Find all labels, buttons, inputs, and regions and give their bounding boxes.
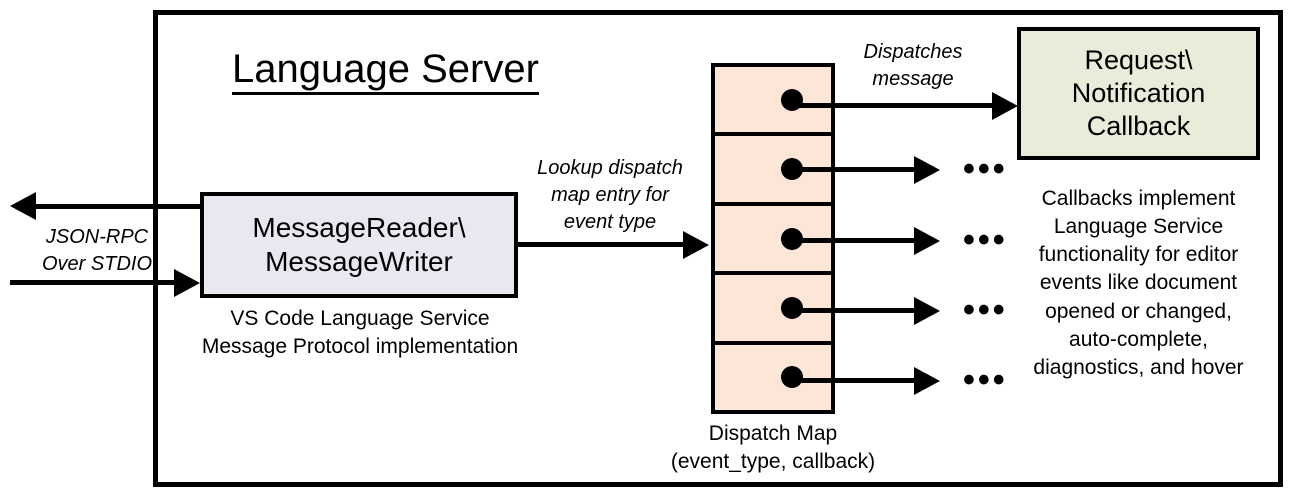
outbound-line bbox=[36, 204, 204, 209]
lookup-edge-label: Lookup dispatch map entry for event type bbox=[515, 155, 705, 236]
callbacks-caption-line: opened or changed, bbox=[1045, 299, 1232, 323]
messagereader-caption-line1: VS Code Language Service bbox=[230, 307, 490, 330]
dispatch-edge-arrowhead-3 bbox=[914, 227, 940, 255]
inbound-arrowhead bbox=[174, 269, 200, 297]
callback-dot-icon bbox=[781, 296, 803, 319]
dispatch-edge-line-1 bbox=[786, 103, 994, 108]
dispatch-ellipsis-4: ••• bbox=[963, 291, 1008, 329]
messagereader-line1: MessageReader\ bbox=[252, 212, 466, 244]
request-notification-callback-node[interactable]: Request\ Notification Callback bbox=[1017, 27, 1260, 160]
callbacks-caption-line: Language Service bbox=[1053, 215, 1224, 239]
dispatch-map-row[interactable] bbox=[715, 275, 831, 345]
callbacks-caption-line: diagnostics, and hover bbox=[1033, 355, 1244, 379]
jsonrpc-label-line2: Over STDIO bbox=[41, 253, 152, 275]
outbound-arrowhead bbox=[10, 192, 36, 220]
dispatch-edge-arrowhead-5 bbox=[914, 367, 940, 395]
jsonrpc-edge-label: JSON-RPC Over STDIO bbox=[22, 224, 172, 278]
dispatch-ellipsis-5: ••• bbox=[963, 361, 1008, 399]
messagereader-caption-line2: Message Protocol implementation bbox=[201, 334, 519, 358]
callback-line2: Notification bbox=[1071, 78, 1206, 109]
dispatches-label-line1: Dispatches bbox=[863, 41, 963, 63]
lookup-edge-line bbox=[518, 242, 685, 247]
dispatch-edge-line-4 bbox=[786, 308, 916, 313]
lookup-label-line1: Lookup dispatch bbox=[537, 157, 683, 179]
inbound-line bbox=[10, 280, 177, 285]
lookup-label-line2: map entry for bbox=[551, 184, 669, 206]
dispatch-map-caption-line2: (event_type, callback) bbox=[670, 449, 876, 473]
callbacks-caption-line: auto-complete, bbox=[1069, 327, 1208, 351]
callback-line1: Request\ bbox=[1084, 45, 1193, 76]
callbacks-caption-line: events like document bbox=[1039, 271, 1238, 295]
page-title: Language Server bbox=[232, 47, 539, 96]
messagereader-writer-node[interactable]: MessageReader\ MessageWriter bbox=[200, 192, 518, 298]
lookup-label-line3: event type bbox=[563, 211, 657, 233]
language-server-boundary bbox=[153, 10, 1283, 487]
dispatch-edge-arrowhead-4 bbox=[914, 297, 940, 325]
dispatch-edge-line-2 bbox=[786, 167, 916, 172]
messagereader-writer-label: MessageReader\ MessageWriter bbox=[252, 211, 465, 278]
messagereader-caption: VS Code Language Service Message Protoco… bbox=[190, 305, 530, 361]
messagereader-line2: MessageWriter bbox=[265, 246, 453, 277]
callback-line3: Callback bbox=[1086, 110, 1191, 141]
dispatch-map-caption-line1: Dispatch Map bbox=[708, 422, 838, 445]
dispatch-edge-arrowhead-2 bbox=[914, 156, 940, 184]
dispatch-ellipsis-2: ••• bbox=[963, 150, 1008, 188]
callback-node-label: Request\ Notification Callback bbox=[1072, 44, 1206, 143]
dispatch-edge-arrowhead-1 bbox=[992, 92, 1018, 120]
dispatch-map-caption: Dispatch Map (event_type, callback) bbox=[648, 420, 898, 476]
lookup-edge-arrowhead bbox=[683, 231, 709, 259]
callbacks-caption: Callbacks implement Language Service fun… bbox=[1006, 185, 1271, 382]
dispatches-edge-label: Dispatches message bbox=[833, 39, 993, 93]
dispatch-edge-line-5 bbox=[786, 378, 916, 383]
dispatch-map-row[interactable] bbox=[715, 67, 831, 137]
callbacks-caption-line: functionality for editor bbox=[1038, 243, 1239, 267]
dispatch-ellipsis-3: ••• bbox=[963, 221, 1008, 259]
callbacks-caption-line: Callbacks implement bbox=[1041, 187, 1236, 210]
dispatch-edge-line-3 bbox=[786, 238, 916, 243]
jsonrpc-label-line1: JSON-RPC bbox=[45, 226, 149, 248]
dispatches-label-line2: message bbox=[872, 68, 954, 90]
